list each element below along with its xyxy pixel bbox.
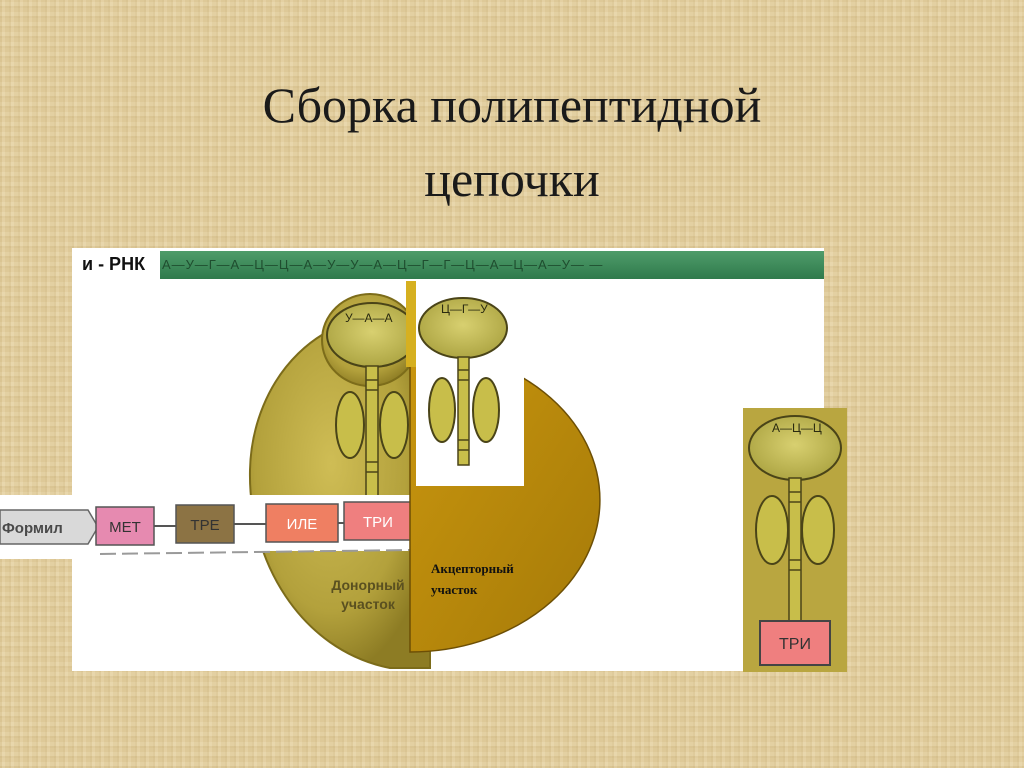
mrna-strip — [160, 251, 824, 279]
trna-acceptor-right-arm — [472, 377, 500, 443]
trna-acceptor-stem — [457, 356, 470, 466]
trna-free: А—Ц—Ц ТРИ — [748, 415, 842, 666]
amino-acid-tre — [175, 504, 235, 544]
trna-acceptor: Ц—Г—У — [418, 297, 508, 466]
trna-acceptor-anticodon: Ц—Г—У — [441, 302, 488, 316]
amino-acid-ile — [265, 503, 339, 543]
amino-acid-tre-label: ТРЕ — [190, 517, 219, 534]
polypeptide-chain: Формил МЕТ ТРЕ ИЛЕ ТРИ — [0, 495, 416, 559]
formyl-block — [0, 509, 99, 545]
trna-donor: У—А—А — [326, 302, 418, 497]
trna-free-anticodon: А—Ц—Ц — [772, 421, 822, 435]
trna-acceptor-left-arm — [428, 377, 456, 443]
formyl-label: Формил — [2, 520, 63, 537]
trna-free-stem — [788, 477, 802, 629]
trna-free-left-arm — [755, 495, 789, 565]
acceptor-trna-card-notch — [406, 281, 416, 367]
trna-free-right-arm — [801, 495, 835, 565]
trna-donor-left-arm — [335, 391, 365, 459]
chain-link — [99, 549, 413, 555]
title-line-2: цепочки — [424, 151, 600, 207]
trna-donor-right-arm — [379, 391, 409, 459]
title-line-1: Сборка полипептидной — [262, 77, 762, 133]
amino-acid-met-label: МЕТ — [109, 519, 141, 536]
trna-free-amino-acid-label: ТРИ — [779, 636, 811, 653]
trna-donor-stem — [365, 365, 379, 497]
amino-acid-ile-label: ИЛЕ — [287, 516, 318, 533]
trna-donor-anticodon: У—А—А — [345, 311, 393, 325]
acceptor-site-label-line1: Акцепторный — [431, 561, 514, 576]
slide-title: Сборка полипептидной цепочки — [0, 68, 1024, 216]
amino-acid-met — [95, 506, 155, 546]
donor-site-label-line1: Донорный — [331, 577, 404, 593]
donor-site-label-line2: участок — [341, 596, 396, 612]
amino-acid-tri-label: ТРИ — [363, 514, 393, 531]
trna-free-amino-acid — [759, 620, 831, 666]
mrna-label: и - РНК — [82, 254, 146, 274]
mrna-sequence: А—У—Г—А—Ц—Ц—А—У—У—А—Ц—Г—Г—Ц—А—Ц—А—У— — — [162, 257, 603, 272]
acceptor-site-label-line2: участок — [431, 582, 478, 597]
